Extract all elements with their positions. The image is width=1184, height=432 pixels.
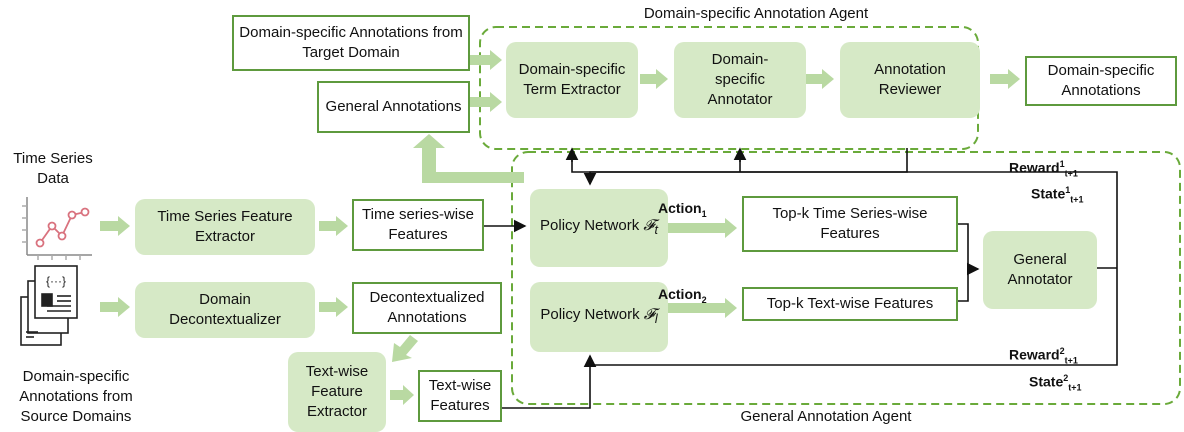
state2-superscript: 2 bbox=[1063, 373, 1069, 383]
state1-text: State bbox=[1031, 185, 1066, 202]
state2-label: State2t+1 bbox=[1029, 368, 1082, 397]
action2-subscript: 2 bbox=[701, 294, 707, 305]
flow-arrow-data-to-ts-extractor bbox=[100, 216, 130, 236]
reward1-label: Reward1t+1 bbox=[1009, 154, 1078, 183]
policy-network-l-name: Policy Network bbox=[540, 306, 640, 323]
domain-annotator-label: Domain-specific Annotator bbox=[707, 51, 773, 108]
state2-text: State bbox=[1029, 373, 1064, 390]
domain-annotations-output-label: Domain-specific Annotations bbox=[1047, 62, 1155, 99]
domain-annotations-output-box: Domain-specific Annotations bbox=[1025, 56, 1177, 106]
connectors bbox=[484, 147, 1118, 409]
topk-text-features-box: Top-k Text-wise Features bbox=[742, 287, 958, 321]
flow-arrow-text-extractor-to-features bbox=[390, 385, 414, 405]
ts-features-label: Time series-wise Features bbox=[362, 206, 474, 243]
reward2-text: Reward bbox=[1009, 346, 1060, 363]
flow-arrow-decontextualizer-to-annotations bbox=[319, 297, 348, 317]
ts-feature-extractor-label: Time Series Feature Extractor bbox=[157, 208, 293, 245]
action2-label: Action2 bbox=[658, 284, 707, 310]
time-series-chart-icon bbox=[22, 197, 92, 260]
general-annotator-module: General Annotator bbox=[983, 231, 1097, 309]
term-extractor-module: Domain-specific Term Extractor bbox=[506, 42, 638, 118]
topk-ts-features-box: Top-k Time Series-wise Features bbox=[742, 196, 958, 252]
policy-network-t-symbol: 𝓕 bbox=[643, 217, 655, 234]
flow-arrow-reviewer-to-output bbox=[990, 69, 1020, 89]
target-annotations-box: Domain-specific Annotations from Target … bbox=[232, 15, 470, 71]
ts-feature-extractor-module: Time Series Feature Extractor bbox=[135, 199, 315, 255]
general-annotator-label: General Annotator bbox=[1007, 251, 1073, 288]
connector-reward1-loop bbox=[583, 171, 1118, 268]
policy-network-l-label: Policy Network 𝓕l bbox=[540, 305, 657, 329]
policy-network-t-subscript: t bbox=[654, 223, 658, 237]
state1-superscript: 1 bbox=[1065, 185, 1071, 195]
documents-icon-braces: {···} bbox=[46, 274, 66, 288]
ts-features-box: Time series-wise Features bbox=[352, 199, 484, 251]
documents-icon bbox=[20, 265, 78, 346]
action1-subscript: 1 bbox=[701, 208, 707, 219]
text-features-label: Text-wise Features bbox=[428, 377, 492, 414]
connector-text-features-to-policy bbox=[502, 354, 597, 409]
reward2-label: Reward2t+1 bbox=[1009, 341, 1078, 370]
policy-network-l-symbol: 𝓕 bbox=[643, 306, 655, 323]
flow-arrow-general-to-extractor bbox=[470, 92, 502, 112]
flow-arrow-annotator-to-reviewer bbox=[806, 69, 834, 89]
policy-network-t-module: Policy Network 𝓕t bbox=[530, 189, 668, 267]
connector-topk-text-to-annotator bbox=[958, 269, 969, 302]
source-annotations-label: Domain-specific Annotations from Source … bbox=[19, 368, 133, 425]
action1-label: Action1 bbox=[658, 198, 707, 224]
connector-reward2-loop bbox=[589, 268, 1118, 366]
annotation-reviewer-label: Annotation Reviewer bbox=[874, 61, 946, 98]
state1-label: State1t+1 bbox=[1031, 180, 1084, 209]
reward1-superscript: 1 bbox=[1059, 159, 1065, 169]
policy-network-t-label: Policy Network 𝓕t bbox=[540, 216, 658, 240]
reward1-text: Reward bbox=[1009, 159, 1060, 176]
flow-arrow-docs-to-decontextualizer bbox=[100, 297, 130, 317]
flow-arrow-ts-extractor-to-features bbox=[319, 216, 348, 236]
decontext-annotations-box: Decontextualized Annotations bbox=[352, 282, 502, 334]
action1-text: Action bbox=[658, 200, 702, 216]
decontext-annotations-label: Decontextualized Annotations bbox=[369, 289, 485, 326]
topk-text-features-label: Top-k Text-wise Features bbox=[766, 295, 934, 312]
flow-arrow-action2 bbox=[667, 298, 737, 318]
domain-agent-title: Domain-specific Annotation Agent bbox=[643, 5, 869, 22]
flow-arrows bbox=[100, 50, 1020, 405]
text-feature-extractor-label: Text-wise Feature Extractor bbox=[305, 363, 369, 420]
flow-arrow-annotations-to-text-extractor bbox=[392, 335, 418, 362]
general-agent-title: General Annotation Agent bbox=[740, 408, 912, 425]
term-extractor-label: Domain-specific Term Extractor bbox=[518, 61, 626, 98]
flow-arrow-action1 bbox=[667, 218, 737, 238]
state2-subscript: t+1 bbox=[1068, 382, 1082, 393]
text-features-box: Text-wise Features bbox=[418, 370, 502, 422]
topk-ts-features-label: Top-k Time Series-wise Features bbox=[772, 205, 928, 242]
reward2-subscript: t+1 bbox=[1064, 355, 1078, 366]
domain-annotator-module: Domain-specific Annotator bbox=[674, 42, 806, 118]
general-agent-region bbox=[511, 151, 1181, 405]
flow-arrow-target-to-extractor bbox=[470, 50, 502, 70]
policy-network-l-subscript: l bbox=[654, 312, 658, 326]
annotation-reviewer-module: Annotation Reviewer bbox=[840, 42, 980, 118]
state1-subscript: t+1 bbox=[1070, 194, 1084, 205]
decontextualizer-module: Domain Decontextualizer bbox=[135, 282, 315, 338]
flow-arrow-general-agent-feedback bbox=[413, 134, 524, 183]
decontextualizer-label: Domain Decontextualizer bbox=[169, 291, 281, 328]
flow-arrow-extractor-to-annotator bbox=[640, 69, 668, 89]
text-feature-extractor-module: Text-wise Feature Extractor bbox=[288, 352, 386, 432]
time-series-data-label: Time Series Data bbox=[13, 150, 93, 187]
action2-text: Action bbox=[658, 286, 702, 302]
connector-topk-ts-to-annotator bbox=[958, 223, 980, 276]
reward2-superscript: 2 bbox=[1059, 346, 1065, 356]
target-annotations-label: Domain-specific Annotations from Target … bbox=[239, 24, 463, 61]
reward1-subscript: t+1 bbox=[1064, 168, 1078, 179]
general-annotations-box: General Annotations bbox=[317, 81, 470, 133]
policy-network-l-module: Policy Network 𝓕l bbox=[530, 282, 668, 352]
general-annotations-label: General Annotations bbox=[325, 98, 462, 115]
policy-network-t-name: Policy Network bbox=[540, 217, 640, 234]
